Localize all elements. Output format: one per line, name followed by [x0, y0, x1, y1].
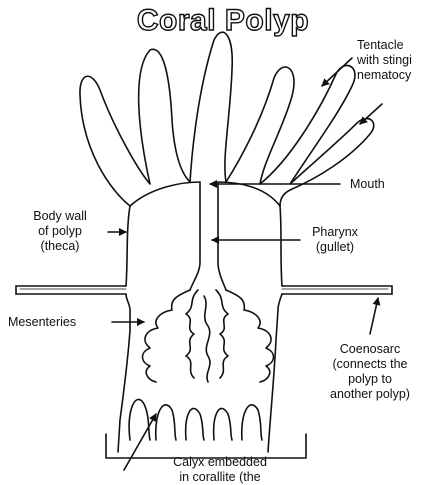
body-wall-left [126, 206, 130, 286]
label-body-wall: Body wall of polyp (theca) [12, 209, 108, 254]
label-coenosarc: Coenosarc (connects the polyp to another… [316, 342, 424, 402]
calyx-lobes [129, 399, 262, 440]
pharynx [190, 182, 226, 290]
arrow-coenosarc [370, 298, 378, 334]
label-mouth: Mouth [350, 177, 385, 192]
arrow-tentacle-2 [360, 104, 382, 124]
mesenteries-center [186, 290, 228, 382]
body-wall-right [280, 206, 282, 286]
oral-disc [130, 182, 280, 206]
label-calyx: Calyx embedded in corallite (the [140, 455, 300, 485]
tentacles-outline [80, 32, 374, 206]
label-mesenteries: Mesenteries [8, 315, 76, 330]
label-pharynx: Pharynx (gullet) [300, 225, 370, 255]
diagram-title: Coral Polyp [118, 4, 328, 38]
arrow-tentacle-1 [322, 58, 352, 86]
mesenteries-left [143, 290, 191, 382]
label-tentacle: Tentacle with stingi nematocy [357, 38, 412, 83]
mesenteries-right [226, 290, 274, 382]
